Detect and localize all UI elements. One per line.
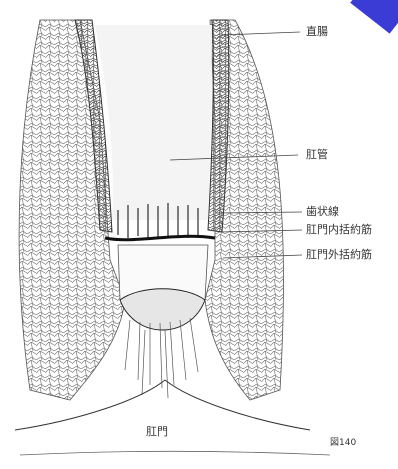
label-rectal-ampulla: 肛管: [306, 149, 328, 160]
label-dentate-line: 歯状線: [306, 206, 339, 217]
dentate-line: [105, 236, 215, 239]
lower-skin-line: [20, 451, 330, 455]
rectal-lumen: [95, 25, 212, 220]
figure-number: 図140: [330, 439, 356, 448]
label-anus: 肛門: [146, 426, 168, 437]
label-external-sphincter: 肛門外括約筋: [306, 249, 372, 260]
right-buttock-outline: [165, 380, 310, 430]
label-rectum: 直腸: [306, 26, 328, 37]
anal-verge: [120, 289, 205, 330]
label-internal-sphincter: 肛門内括約筋: [306, 224, 372, 235]
